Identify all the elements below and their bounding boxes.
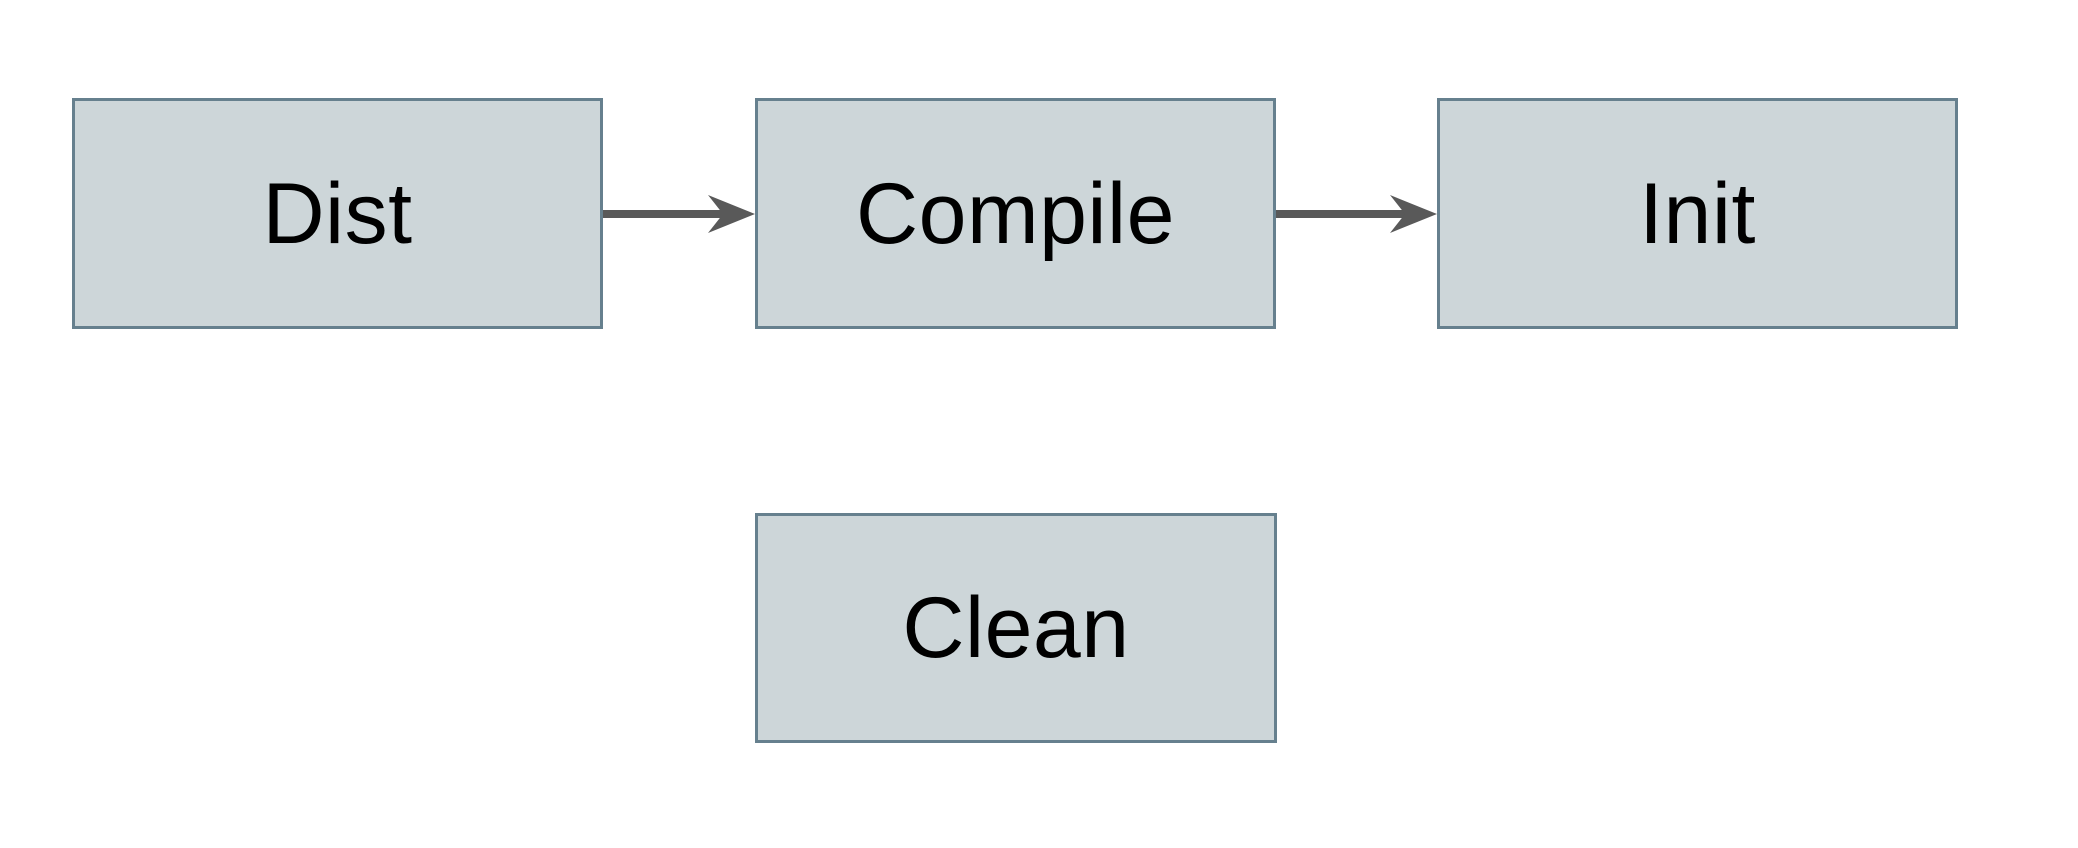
node-init[interactable]: Init [1437, 98, 1958, 329]
arrow-dist-to-compile [603, 195, 755, 233]
node-init-label: Init [1639, 165, 1756, 262]
node-compile-label: Compile [856, 165, 1175, 262]
node-clean[interactable]: Clean [755, 513, 1277, 743]
node-dist[interactable]: Dist [72, 98, 603, 329]
node-clean-label: Clean [902, 580, 1130, 676]
arrow-compile-to-init [1276, 195, 1437, 233]
node-compile[interactable]: Compile [755, 98, 1276, 329]
node-dist-label: Dist [262, 165, 413, 262]
